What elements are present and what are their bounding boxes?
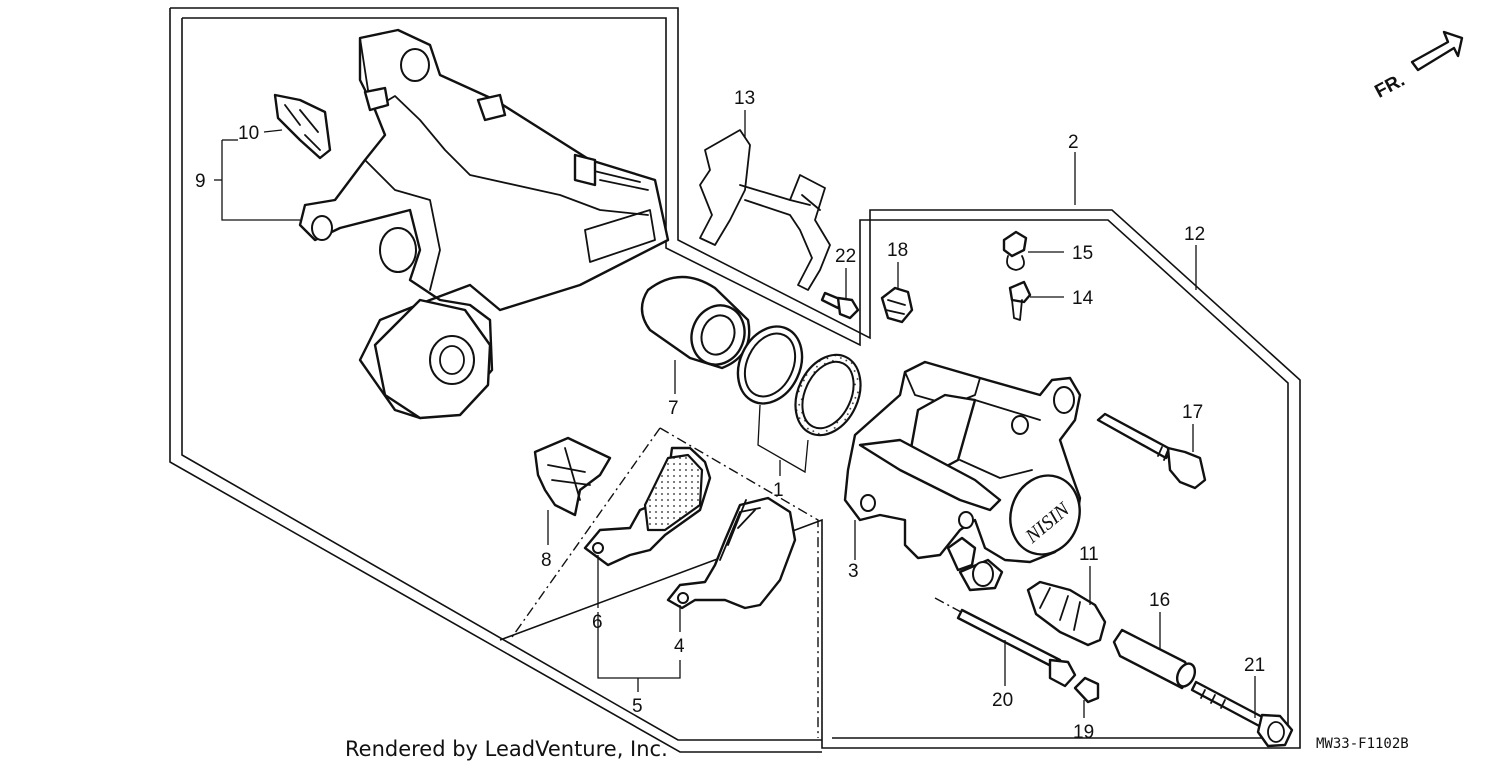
pad-spring <box>699 129 831 291</box>
pin-boot <box>1026 580 1107 647</box>
slide-pin-upper <box>1096 412 1207 490</box>
leader-lines <box>214 110 1256 718</box>
callout-8: 8 <box>541 550 552 571</box>
callout-20: 20 <box>992 690 1013 711</box>
slide-pin-lower <box>956 608 1077 688</box>
callout-19: 19 <box>1073 722 1094 743</box>
callout-2: 2 <box>1068 132 1079 153</box>
callout-7: 7 <box>668 398 679 419</box>
callout-22: 22 <box>835 246 856 267</box>
pin-sleeve <box>1112 628 1197 690</box>
callout-17: 17 <box>1182 402 1203 423</box>
callout-11: 11 <box>1079 544 1099 565</box>
diagram-code: MW33-F1102B <box>1316 736 1409 752</box>
pin-plug <box>1073 676 1100 704</box>
callout-12: 12 <box>1184 224 1205 245</box>
bleeder-cap <box>880 286 914 324</box>
callout-6: 6 <box>592 612 603 633</box>
pin-bolt <box>1190 680 1294 748</box>
direction-label: FR. <box>1372 70 1409 103</box>
brake-pad-inner <box>583 446 712 567</box>
callout-14: 14 <box>1072 288 1094 309</box>
callout-numbers: 1 2 3 4 5 6 7 8 9 10 11 12 13 14 15 16 1… <box>195 88 1265 743</box>
callout-21: 21 <box>1244 655 1265 676</box>
credit-text: Rendered by LeadVenture, Inc. <box>345 737 668 761</box>
pad-set-dashed-frame <box>509 427 819 738</box>
bracket-bolt <box>820 291 860 320</box>
callout-10: 10 <box>238 123 259 144</box>
callout-4: 4 <box>674 636 685 657</box>
pad-retainer-clip <box>273 93 332 160</box>
caliper-body: NISIN <box>843 360 1082 592</box>
piston-seals <box>736 325 862 437</box>
callout-9: 9 <box>195 171 206 192</box>
caliper-bracket <box>298 28 670 420</box>
piston <box>640 275 751 370</box>
bleeder-cap-small <box>1002 230 1028 271</box>
pad-pin-clip <box>533 436 612 517</box>
front-direction-arrow: FR. <box>1372 30 1464 103</box>
callout-18: 18 <box>887 240 908 261</box>
callout-16: 16 <box>1149 590 1170 611</box>
bleeder-valve <box>1008 280 1032 321</box>
callout-5: 5 <box>632 696 643 717</box>
brake-pad-outer <box>666 496 797 610</box>
callout-13: 13 <box>734 88 755 109</box>
callout-1: 1 <box>773 480 784 501</box>
outer-assembly-frame <box>169 7 1301 753</box>
callout-3: 3 <box>848 561 859 582</box>
callout-15: 15 <box>1072 243 1093 264</box>
